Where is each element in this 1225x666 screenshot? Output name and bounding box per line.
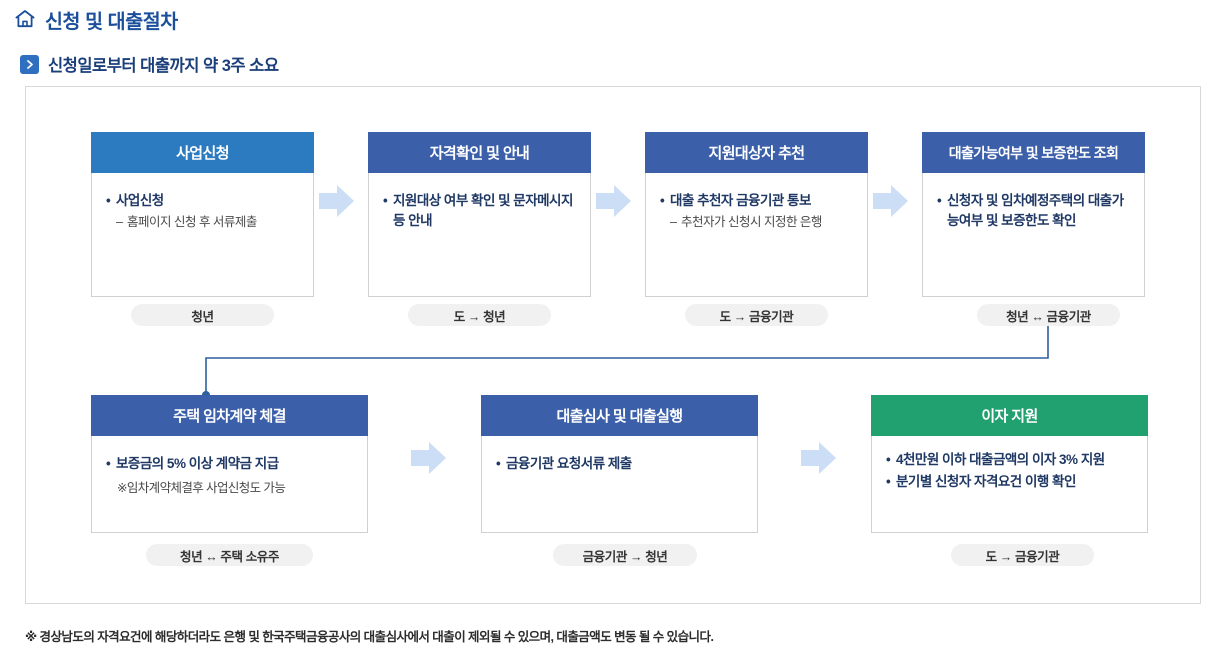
bullet-item: • 지원대상 여부 확인 및 문자메시지 등 안내 bbox=[383, 191, 576, 232]
bullet-dot: • bbox=[660, 193, 665, 208]
step-7-body: • 4천만원 이하 대출금액의 이자 3% 지원 • 분기별 신청자 자격요건 … bbox=[871, 436, 1148, 533]
flow-arrow-2 bbox=[594, 182, 634, 220]
actor-pill-6-text: 금융기관 → 청년 bbox=[582, 549, 668, 564]
bullet-item: • 사업신청 bbox=[106, 191, 299, 211]
bullet-dot: • bbox=[383, 193, 388, 208]
bullet-text: 4천만원 이하 대출금액의 이자 3% 지원 bbox=[896, 452, 1105, 467]
bullet-text: 금융기관 요청서류 제출 bbox=[506, 456, 632, 471]
actor-pill-2: 도 → 청년 bbox=[408, 304, 551, 326]
actor-pill-4: 청년 ↔ 금융기관 bbox=[977, 304, 1120, 326]
dash-mark: – bbox=[670, 215, 677, 230]
step-6-title: 대출심사 및 대출실행 bbox=[481, 395, 758, 436]
footnote: ※ 경상남도의 자격요건에 해당하더라도 은행 및 한국주택금융공사의 대출심사… bbox=[25, 630, 714, 644]
step-3-title: 지원대상자 추천 bbox=[645, 132, 868, 173]
actor-pill-4-text: 청년 ↔ 금융기관 bbox=[1006, 309, 1091, 324]
home-icon bbox=[14, 8, 36, 30]
flow-arrow-1 bbox=[317, 182, 357, 220]
dash-text: 홈페이지 신청 후 서류제출 bbox=[127, 215, 257, 230]
actor-pill-1-text: 청년 bbox=[191, 309, 214, 324]
step-6-body: • 금융기관 요청서류 제출 bbox=[481, 436, 758, 533]
dash-item: – 홈페이지 신청 후 서류제출 bbox=[106, 213, 299, 232]
bullet-text: 대출 추천자 금융기관 통보 bbox=[670, 193, 811, 208]
step-box-3[interactable]: 지원대상자 추천 • 대출 추천자 금융기관 통보 – 추천자가 신청시 지정한… bbox=[645, 132, 868, 297]
actor-pill-2-text: 도 → 청년 bbox=[453, 309, 506, 324]
step-5-body: • 보증금의 5% 이상 계약금 지급 ※임차계약체결후 사업신청도 가능 bbox=[91, 436, 368, 533]
flow-arrow-4 bbox=[409, 439, 449, 477]
bullet-dot: • bbox=[886, 452, 891, 467]
note-text: ※임차계약체결후 사업신청도 가능 bbox=[117, 481, 286, 496]
section-subtitle-text: 신청일로부터 대출까지 약 3주 소요 bbox=[48, 57, 279, 75]
step-box-4[interactable]: 대출가능여부 및 보증한도 조회 • 신청자 및 임차예정주택의 대출가능여부 … bbox=[922, 132, 1145, 297]
dash-item: – 추천자가 신청시 지정한 은행 bbox=[660, 213, 853, 232]
bullet-item: • 대출 추천자 금융기관 통보 bbox=[660, 191, 853, 211]
step-7-title: 이자 지원 bbox=[871, 395, 1148, 436]
step-1-title: 사업신청 bbox=[91, 132, 314, 173]
bullet-item: • 분기별 신청자 자격요건 이행 확인 bbox=[886, 472, 1133, 492]
actor-pill-6: 금융기관 → 청년 bbox=[553, 544, 697, 566]
step-5-title: 주택 임차계약 체결 bbox=[91, 395, 368, 436]
actor-pill-5: 청년 ↔ 주택 소유주 bbox=[146, 544, 313, 566]
step-box-7[interactable]: 이자 지원 • 4천만원 이하 대출금액의 이자 3% 지원 • 분기별 신청자… bbox=[871, 395, 1148, 533]
step-box-2[interactable]: 자격확인 및 안내 • 지원대상 여부 확인 및 문자메시지 등 안내 bbox=[368, 132, 591, 297]
step-box-6[interactable]: 대출심사 및 대출실행 • 금융기관 요청서류 제출 bbox=[481, 395, 758, 533]
bullet-dot: • bbox=[886, 474, 891, 490]
bullet-dot: • bbox=[496, 456, 501, 471]
step-4-title: 대출가능여부 및 보증한도 조회 bbox=[922, 132, 1145, 173]
actor-pill-7: 도 → 금융기관 bbox=[951, 544, 1094, 566]
page-title: 신청 및 대출절차 bbox=[14, 4, 178, 34]
bullet-text: 분기별 신청자 자격요건 이행 확인 bbox=[896, 474, 1076, 490]
actor-pill-7-text: 도 → 금융기관 bbox=[985, 549, 1060, 564]
bullet-item: • 금융기관 요청서류 제출 bbox=[496, 454, 743, 474]
bullet-text: 신청자 및 임차예정주택의 대출가능여부 및 보증한도 확인 bbox=[947, 193, 1124, 229]
bullet-dot: • bbox=[937, 193, 942, 208]
step-box-5[interactable]: 주택 임차계약 체결 • 보증금의 5% 이상 계약금 지급 ※임차계약체결후 … bbox=[91, 395, 368, 533]
bullet-item: • 보증금의 5% 이상 계약금 지급 bbox=[106, 454, 353, 474]
actor-pill-5-text: 청년 ↔ 주택 소유주 bbox=[179, 549, 280, 564]
step-2-title: 자격확인 및 안내 bbox=[368, 132, 591, 173]
step-4-body: • 신청자 및 임차예정주택의 대출가능여부 및 보증한도 확인 bbox=[922, 173, 1145, 297]
dash-text: 추천자가 신청시 지정한 은행 bbox=[681, 215, 822, 230]
bullet-dot: • bbox=[106, 193, 111, 208]
actor-pill-1: 청년 bbox=[131, 304, 274, 326]
step-1-body: • 사업신청 – 홈페이지 신청 후 서류제출 bbox=[91, 173, 314, 297]
step-box-1[interactable]: 사업신청 • 사업신청 – 홈페이지 신청 후 서류제출 bbox=[91, 132, 314, 297]
bullet-text: 보증금의 5% 이상 계약금 지급 bbox=[116, 456, 279, 471]
dash-mark: – bbox=[116, 215, 123, 230]
actor-pill-3-text: 도 → 금융기관 bbox=[719, 309, 794, 324]
flow-arrow-5 bbox=[799, 439, 839, 477]
flow-arrow-3 bbox=[871, 182, 911, 220]
bullet-text: 사업신청 bbox=[116, 193, 164, 208]
chevron-right-icon bbox=[20, 54, 39, 74]
bullet-dot: • bbox=[106, 456, 111, 471]
step-2-body: • 지원대상 여부 확인 및 문자메시지 등 안내 bbox=[368, 173, 591, 297]
process-diagram-frame: 사업신청 • 사업신청 – 홈페이지 신청 후 서류제출 청년 자격확인 및 안… bbox=[25, 86, 1201, 604]
bullet-item: • 4천만원 이하 대출금액의 이자 3% 지원 bbox=[886, 450, 1133, 470]
actor-pill-3: 도 → 금융기관 bbox=[685, 304, 828, 326]
bullet-item: • 신청자 및 임차예정주택의 대출가능여부 및 보증한도 확인 bbox=[937, 191, 1130, 232]
section-subtitle: 신청일로부터 대출까지 약 3주 소요 bbox=[20, 52, 279, 76]
step-3-body: • 대출 추천자 금융기관 통보 – 추천자가 신청시 지정한 은행 bbox=[645, 173, 868, 297]
bullet-text: 지원대상 여부 확인 및 문자메시지 등 안내 bbox=[393, 193, 573, 229]
page-title-text: 신청 및 대출절차 bbox=[45, 10, 178, 33]
